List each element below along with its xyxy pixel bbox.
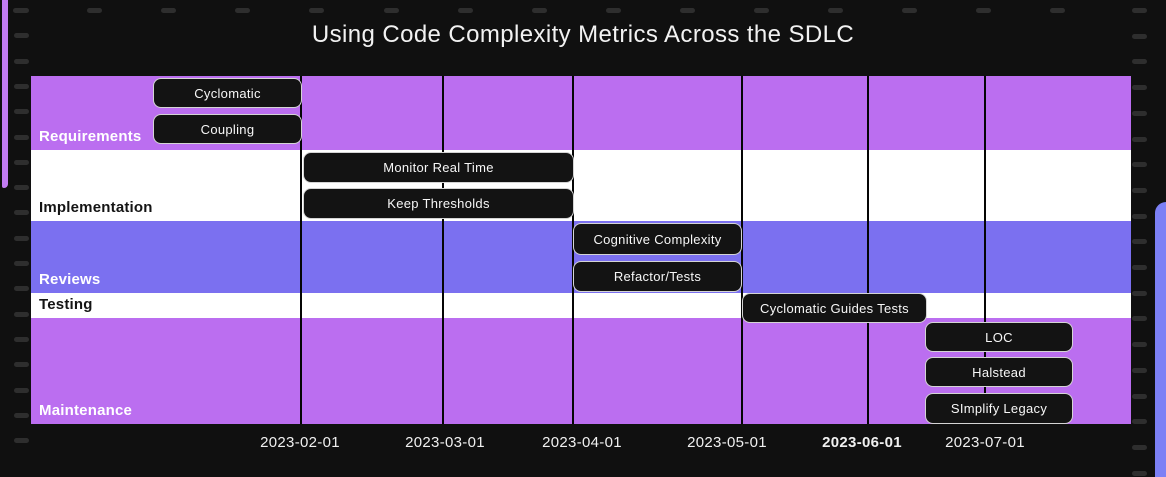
bg-dash <box>309 8 325 13</box>
bg-dash <box>14 58 29 64</box>
bg-dash <box>1132 59 1147 65</box>
axis-tick-label: 2023-02-01 <box>260 434 340 451</box>
axis-tick-label: 2023-05-01 <box>687 434 767 451</box>
bg-dash <box>605 8 621 13</box>
bg-dash <box>1132 136 1147 142</box>
bg-dash <box>14 134 29 140</box>
month-gridline <box>300 76 302 424</box>
bg-dash <box>1132 85 1147 91</box>
bg-dash <box>14 109 29 115</box>
task-bar-keep-thresholds: Keep Thresholds <box>303 188 574 219</box>
bg-dash <box>902 8 918 13</box>
section-label-testing: Testing <box>39 296 93 313</box>
bg-dash <box>14 185 29 191</box>
month-gridline <box>741 76 743 424</box>
month-gridline <box>984 76 986 424</box>
bg-dash <box>1132 33 1147 39</box>
bg-dash <box>828 8 844 13</box>
bg-dash <box>679 8 695 13</box>
bg-dash <box>14 336 29 342</box>
bg-dash <box>1132 8 1147 13</box>
bg-dash <box>235 8 251 13</box>
month-gridline <box>442 76 444 424</box>
section-label-reviews: Reviews <box>39 271 101 288</box>
left-edge-strip <box>2 0 8 188</box>
bg-dash <box>14 412 29 418</box>
bg-dash <box>1132 419 1147 425</box>
bg-dash <box>383 8 399 13</box>
bg-dash <box>14 286 29 292</box>
month-gridline <box>867 76 869 424</box>
bg-dash <box>1050 8 1066 13</box>
task-bar-coupling: Coupling <box>153 114 302 144</box>
bg-dash <box>531 8 547 13</box>
bg-dash <box>14 311 29 317</box>
bg-dash <box>1132 444 1147 450</box>
bg-dash <box>1132 470 1147 476</box>
bg-dash <box>14 362 29 368</box>
bg-dash <box>754 8 769 13</box>
bg-dash <box>1132 290 1147 296</box>
bg-dash <box>14 159 29 165</box>
task-bar-cyclomatic-guides-tests: Cyclomatic Guides Tests <box>742 293 927 323</box>
bg-dash <box>14 210 29 216</box>
right-edge-strip <box>1155 202 1166 477</box>
axis-tick-label: 2023-04-01 <box>542 434 622 451</box>
bg-dash <box>161 8 177 13</box>
bg-dash <box>14 387 29 393</box>
axis-tick-label: 2023-03-01 <box>405 434 485 451</box>
bg-dash <box>1132 187 1147 193</box>
task-bar-loc: LOC <box>925 322 1073 352</box>
section-band-testing <box>31 293 1131 318</box>
section-label-implementation: Implementation <box>39 199 153 216</box>
axis-tick-label: 2023-06-01 <box>822 434 902 451</box>
bg-dash <box>457 8 473 13</box>
bg-dash <box>1132 367 1147 373</box>
bg-dash <box>14 438 29 444</box>
bg-dash <box>14 8 29 13</box>
bg-dash <box>87 8 103 13</box>
task-bar-simplify-legacy: SImplify Legacy <box>925 393 1073 424</box>
task-bar-cognitive-complexity: Cognitive Complexity <box>573 223 742 255</box>
bg-dash <box>14 83 29 89</box>
task-bar-monitor-real-time: Monitor Real Time <box>303 152 574 183</box>
section-band-implementation <box>31 150 1131 221</box>
task-bar-cyclomatic: Cyclomatic <box>153 78 302 108</box>
bg-dash <box>1132 213 1147 219</box>
bg-dash <box>1132 265 1147 270</box>
task-bar-refactor-tests: Refactor/Tests <box>573 261 742 292</box>
bg-dash <box>14 33 29 39</box>
bg-dash <box>1132 110 1147 116</box>
axis-tick-label: 2023-07-01 <box>945 434 1025 451</box>
chart-title: Using Code Complexity Metrics Across the… <box>311 21 855 48</box>
bg-dash <box>976 8 992 13</box>
bg-dash <box>1132 393 1147 399</box>
bg-dash <box>14 235 29 241</box>
bg-dash <box>1132 162 1147 168</box>
bg-dash <box>1132 316 1147 322</box>
bg-dash <box>1132 342 1147 348</box>
task-bar-halstead: Halstead <box>925 357 1073 387</box>
bg-dash <box>1132 239 1147 245</box>
section-label-requirements: Requirements <box>39 128 142 145</box>
section-label-maintenance: Maintenance <box>39 402 133 419</box>
bg-dash <box>14 261 29 266</box>
